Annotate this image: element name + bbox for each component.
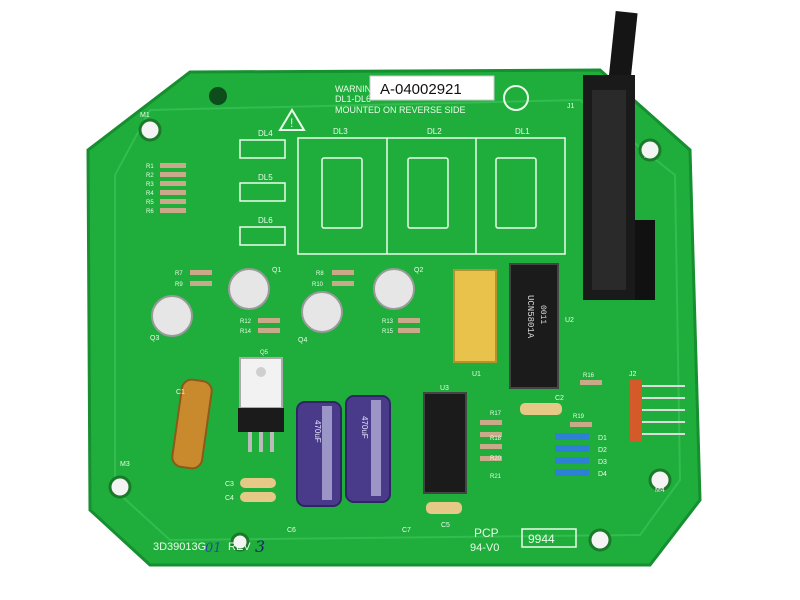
handwritten-rev: 3 xyxy=(255,537,265,556)
resistor-label-r14: R14 xyxy=(240,329,252,335)
chip-label-u3: U3 xyxy=(440,385,449,392)
warning-line1: WARNING xyxy=(335,84,378,94)
rev-label: REV xyxy=(228,541,251,553)
chip-u2 xyxy=(509,263,559,389)
display-outlines xyxy=(297,137,566,255)
mounting-holes xyxy=(108,87,672,552)
resistor-label-r15: R15 xyxy=(382,329,394,335)
display-label-dl6: DL6 xyxy=(258,216,273,225)
hole-label-m1: M1 xyxy=(140,112,150,119)
cap-label-c7: C7 xyxy=(402,527,411,534)
display-label-dl5: DL5 xyxy=(258,173,273,182)
cap-label-c4: C4 xyxy=(225,495,234,502)
resistor-label-r18: R18 xyxy=(490,436,502,442)
connector-label-j1: J1 xyxy=(567,103,575,110)
display-label-dl2: DL2 xyxy=(427,127,442,136)
stamp-9944: 9944 xyxy=(528,532,555,546)
regulator-label-q5: Q5 xyxy=(260,350,269,356)
cap-label-c3: C3 xyxy=(225,481,234,488)
hole-label-m3: M3 xyxy=(120,461,130,468)
diode-label-d1: D1 xyxy=(598,435,607,442)
transistor-cans xyxy=(151,268,415,337)
small-capacitors xyxy=(240,403,562,514)
resistor-label-r17: R17 xyxy=(490,411,502,417)
resistor-bank-mid xyxy=(190,270,420,333)
resistor-label-r13: R13 xyxy=(382,319,394,325)
label-sticker-text: A-04002921 xyxy=(380,81,462,98)
manufacturer-logo-icon xyxy=(503,85,529,111)
resistor-label-r10: R10 xyxy=(312,282,324,288)
chip-u1 xyxy=(453,269,497,363)
capacitor-c1 xyxy=(171,378,213,470)
warning-line2: DL1-DL6 xyxy=(335,94,371,104)
transistor-label-q4: Q4 xyxy=(298,337,307,344)
cap-label-c1: C1 xyxy=(176,389,185,396)
diode-label-d3: D3 xyxy=(598,459,607,466)
chip-label-u1: U1 xyxy=(472,371,481,378)
warning-line3: MOUNTED ON REVERSE SIDE xyxy=(335,105,466,115)
resistor-bank-r1-r6 xyxy=(160,163,186,213)
display-label-dl1: DL1 xyxy=(515,127,530,136)
diode-label-d2: D2 xyxy=(598,447,607,454)
handwritten-01: 01 xyxy=(205,541,222,556)
resistor-label-r9: R9 xyxy=(175,282,183,288)
resistor-label-r1: R1 xyxy=(146,164,154,170)
resistor-label-r21: R21 xyxy=(490,474,502,480)
transistor-label-q3: Q3 xyxy=(150,335,159,342)
resistor-label-r2: R2 xyxy=(146,173,154,179)
voltage-regulator-q5 xyxy=(238,357,284,452)
chip-u3 xyxy=(423,392,467,494)
warning-exclamation: ! xyxy=(290,116,293,130)
diode-bank xyxy=(555,433,589,476)
part-number: 3D39013G xyxy=(153,541,206,553)
resistor-label-r4: R4 xyxy=(146,191,154,197)
connector-j1 xyxy=(583,11,655,300)
cap-label-c5: C5 xyxy=(441,522,450,529)
pcp-code: 94-V0 xyxy=(470,542,499,554)
cap-label-c2: C2 xyxy=(555,395,564,402)
pcp-label: PCP xyxy=(474,526,499,540)
resistor-label-r19: R19 xyxy=(573,414,585,420)
chip-label-u2: U2 xyxy=(565,317,574,324)
chip-u2-sub-marking: 0011 xyxy=(538,305,547,324)
resistor-label-r16: R16 xyxy=(583,373,595,379)
resistor-label-r20: R20 xyxy=(490,456,502,462)
resistor-label-r7: R7 xyxy=(175,271,183,277)
resistor-label-r5: R5 xyxy=(146,200,154,206)
transistor-label-q1: Q1 xyxy=(272,267,281,274)
resistor-label-r6: R6 xyxy=(146,209,154,215)
chip-u2-marking: UCN5801A xyxy=(525,295,535,339)
electrolytic-capacitors xyxy=(296,395,391,507)
resistor-label-r3: R3 xyxy=(146,182,154,188)
diode-label-d4: D4 xyxy=(598,471,607,478)
display-label-dl4: DL4 xyxy=(258,129,273,138)
connector-label-j2: J2 xyxy=(629,371,637,378)
hole-label-m2: M2 xyxy=(644,153,654,160)
cap-label-c6: C6 xyxy=(287,527,296,534)
cap-marking-right: 470uF xyxy=(360,416,369,439)
resistor-label-r8: R8 xyxy=(316,271,324,277)
connector-j2 xyxy=(630,380,685,442)
transistor-label-q2: Q2 xyxy=(414,267,423,274)
label-sticker xyxy=(369,75,495,101)
hole-label-m4: M4 xyxy=(655,487,665,494)
cap-marking-left: 470uF xyxy=(313,420,322,443)
warning-triangle-icon xyxy=(278,108,306,131)
small-display-footprints xyxy=(239,139,286,246)
resistor-bank-right xyxy=(480,380,602,461)
resistor-label-r12: R12 xyxy=(240,319,252,325)
stamp-9944-box xyxy=(521,528,577,548)
display-label-dl3: DL3 xyxy=(333,127,348,136)
